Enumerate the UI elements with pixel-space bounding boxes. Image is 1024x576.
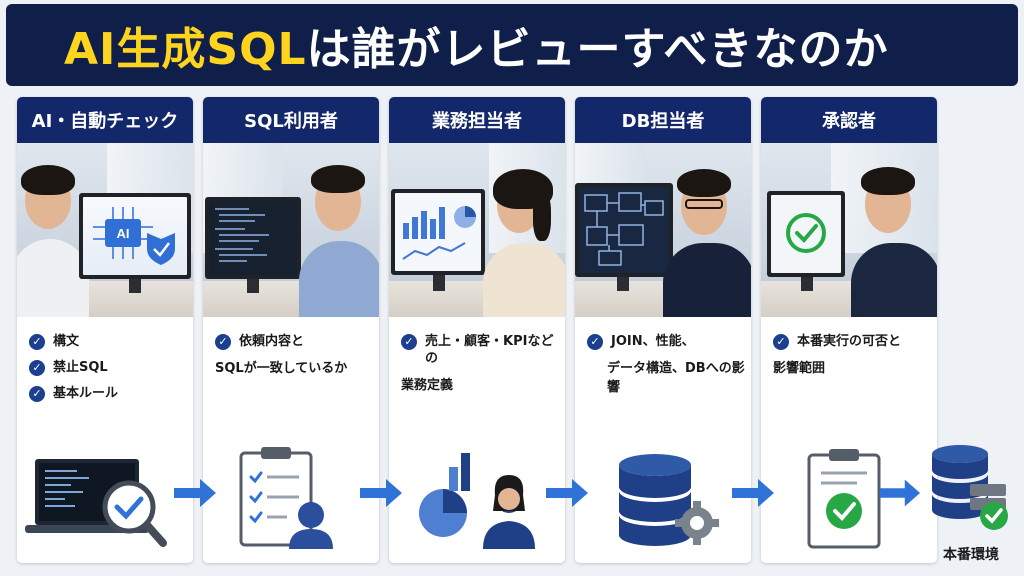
column-business: 業務担当者 ✓売上・顧客・KPIなどの 業務定義 <box>389 97 565 563</box>
check-continuation: 業務定義 <box>401 378 454 393</box>
check-list: ✓本番実行の可否と 影響範囲 <box>761 317 937 376</box>
ai-chip-icon: AI <box>93 207 175 265</box>
check-continuation: データ構造、DBへの影響 <box>607 361 745 395</box>
check-icon: ✓ <box>29 386 45 402</box>
database-gear-icon <box>575 445 751 553</box>
photo-business <box>389 143 565 317</box>
column-heading: 承認者 <box>761 97 937 143</box>
photo-approver <box>761 143 937 317</box>
photo-db-admin <box>575 143 751 317</box>
flow-arrow-icon <box>879 479 921 507</box>
check-list: ✓依頼内容と SQLが一致しているか <box>203 317 379 376</box>
clipboard-user-icon <box>203 445 379 553</box>
approval-screen-icon <box>786 213 826 253</box>
code-screen-icon <box>215 208 269 262</box>
chart-woman-icon <box>389 445 565 553</box>
dashboard-screen-icon <box>402 206 476 260</box>
column-db-admin: DB担当者 ✓JOIN、性 <box>575 97 751 563</box>
check-list: ✓売上・顧客・KPIなどの 業務定義 <box>389 317 565 393</box>
check-item: ✓JOIN、性能、 <box>587 333 751 350</box>
schema-screen-icon <box>584 192 664 266</box>
check-item: ✓本番実行の可否と <box>773 333 937 350</box>
production-environment: 本番環境 <box>926 440 1016 570</box>
title-highlight: AI生成SQL <box>64 24 307 75</box>
title-banner: AI生成SQLは誰がレビューすべきなのか <box>6 4 1018 86</box>
check-item: ✓売上・顧客・KPIなどの <box>401 333 565 367</box>
check-continuation: 影響範囲 <box>773 361 826 376</box>
production-label: 本番環境 <box>943 547 999 563</box>
laptop-magnifier-icon <box>17 445 193 553</box>
check-list: ✓構文 ✓禁止SQL ✓基本ルール <box>17 317 193 402</box>
clipboard-check-icon <box>761 445 937 553</box>
photo-sql-user <box>203 143 379 317</box>
photo-ai-review: AI <box>17 143 193 317</box>
flow-arrow-icon <box>546 479 588 507</box>
flow-arrow-icon <box>732 479 774 507</box>
column-sql-user: SQL利用者 ✓依頼内容と SQLが一致しているか <box>203 97 379 563</box>
svg-text:AI: AI <box>117 226 130 241</box>
column-ai-check: AI・自動チェック AI <box>17 97 193 563</box>
check-item: ✓基本ルール <box>29 385 193 402</box>
column-heading: SQL利用者 <box>203 97 379 143</box>
check-icon: ✓ <box>29 334 45 350</box>
column-heading: 業務担当者 <box>389 97 565 143</box>
production-server-icon <box>932 445 1008 530</box>
check-icon: ✓ <box>215 334 231 350</box>
check-icon: ✓ <box>29 360 45 376</box>
column-heading: AI・自動チェック <box>17 97 193 143</box>
check-icon: ✓ <box>773 334 789 350</box>
check-continuation: SQLが一致しているか <box>215 361 348 376</box>
check-item: ✓禁止SQL <box>29 359 193 376</box>
flow-arrow-icon <box>360 479 402 507</box>
check-icon: ✓ <box>401 334 417 350</box>
check-icon: ✓ <box>587 334 603 350</box>
check-item: ✓構文 <box>29 333 193 350</box>
title-rest: は誰がレビューすべきなのか <box>306 24 889 75</box>
page-title: AI生成SQLは誰がレビューすべきなのか <box>64 13 888 77</box>
check-list: ✓JOIN、性能、 データ構造、DBへの影響 <box>575 317 751 395</box>
column-heading: DB担当者 <box>575 97 751 143</box>
flow-arrow-icon <box>174 479 216 507</box>
check-item: ✓依頼内容と <box>215 333 379 350</box>
